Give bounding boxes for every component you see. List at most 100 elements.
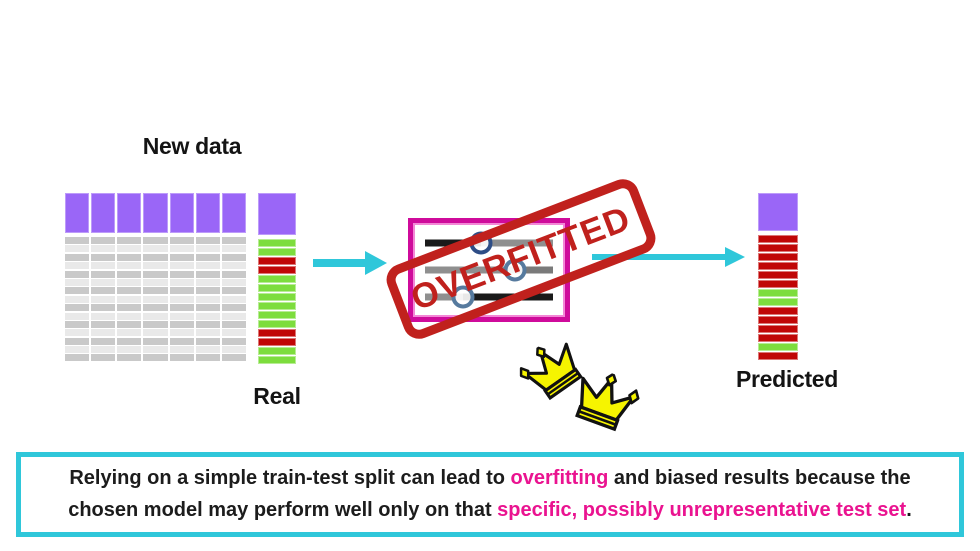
table-cell	[91, 295, 116, 303]
table-row	[65, 304, 246, 312]
table-cell	[91, 287, 116, 295]
red-cell	[758, 271, 798, 279]
table-cell	[143, 245, 168, 253]
table-row	[65, 245, 246, 253]
table-cell	[195, 304, 220, 312]
table-cell	[195, 287, 220, 295]
table-header-cell	[195, 193, 220, 233]
falling-crown-icon	[519, 342, 583, 401]
caption-highlight: specific, possibly unrepresentative test…	[497, 499, 907, 521]
table-cell	[65, 346, 90, 354]
red-cell	[258, 266, 296, 274]
real-label: Real	[253, 383, 301, 409]
table-cell	[195, 346, 220, 354]
table-cell	[169, 245, 194, 253]
table-cell	[65, 295, 90, 303]
data-table-header	[65, 193, 246, 233]
table-header-cell	[117, 193, 142, 233]
table-cell	[117, 346, 142, 354]
slider-icon	[425, 285, 553, 309]
slider-handle-icon	[469, 231, 493, 255]
table-cell	[195, 270, 220, 278]
table-row	[65, 312, 246, 320]
table-cell	[195, 329, 220, 337]
table-cell	[65, 337, 90, 345]
table-cell	[195, 312, 220, 320]
table-header-cell	[65, 193, 90, 233]
table-cell	[117, 295, 142, 303]
table-cell	[169, 262, 194, 270]
table-cell	[195, 245, 220, 253]
table-row	[65, 237, 246, 244]
table-cell	[221, 295, 246, 303]
red-cell	[258, 257, 296, 265]
table-cell	[221, 245, 246, 253]
slider-handle-icon	[503, 258, 527, 282]
table-cell	[143, 304, 168, 312]
table-cell	[91, 312, 116, 320]
green-cell	[258, 239, 296, 247]
table-cell	[65, 312, 90, 320]
table-cell	[65, 278, 90, 286]
table-cell	[143, 287, 168, 295]
table-cell	[195, 278, 220, 286]
table-row	[65, 287, 246, 295]
table-row	[65, 253, 246, 261]
green-cell	[258, 311, 296, 319]
data-table	[65, 193, 246, 363]
slider-track	[425, 239, 482, 247]
green-cell	[258, 356, 296, 364]
table-cell	[221, 304, 246, 312]
table-cell	[221, 337, 246, 345]
table-cell	[169, 329, 194, 337]
table-cell	[91, 354, 116, 362]
table-cell	[221, 354, 246, 362]
table-cell	[221, 346, 246, 354]
table-cell	[169, 295, 194, 303]
table-cell	[169, 346, 194, 354]
caption-line: chosen model may perform well only on th…	[68, 495, 912, 526]
table-cell	[117, 312, 142, 320]
caption-text: .	[906, 499, 912, 521]
table-row	[65, 346, 246, 354]
table-cell	[117, 287, 142, 295]
table-row	[65, 295, 246, 303]
green-cell	[758, 289, 798, 297]
table-cell	[143, 346, 168, 354]
table-cell	[117, 253, 142, 261]
table-cell	[143, 237, 168, 244]
table-cell	[91, 237, 116, 244]
red-cell	[758, 235, 798, 243]
table-cell	[221, 320, 246, 328]
table-cell	[143, 253, 168, 261]
table-cell	[117, 278, 142, 286]
table-cell	[143, 262, 168, 270]
red-cell	[758, 334, 798, 342]
table-cell	[143, 354, 168, 362]
table-cell	[91, 346, 116, 354]
table-cell	[169, 278, 194, 286]
table-row	[65, 337, 246, 345]
table-cell	[143, 270, 168, 278]
table-cell	[117, 337, 142, 345]
green-cell	[258, 275, 296, 283]
table-cell	[169, 237, 194, 244]
slider-track	[463, 293, 553, 301]
predicted-column	[758, 193, 798, 360]
table-cell	[143, 295, 168, 303]
table-header-cell	[143, 193, 168, 233]
red-cell	[758, 253, 798, 261]
table-cell	[221, 237, 246, 244]
caption-text: chosen model may perform well only on th…	[68, 499, 498, 521]
table-cell	[169, 270, 194, 278]
green-cell	[758, 298, 798, 306]
caption-text: Relying on a simple train-test split can…	[69, 467, 511, 489]
table-row	[65, 354, 246, 362]
slider-track	[425, 293, 464, 301]
caption-box: Relying on a simple train-test split can…	[16, 452, 964, 537]
real-column	[258, 193, 296, 364]
table-header-cell	[91, 193, 116, 233]
table-cell	[169, 287, 194, 295]
table-cell	[91, 262, 116, 270]
